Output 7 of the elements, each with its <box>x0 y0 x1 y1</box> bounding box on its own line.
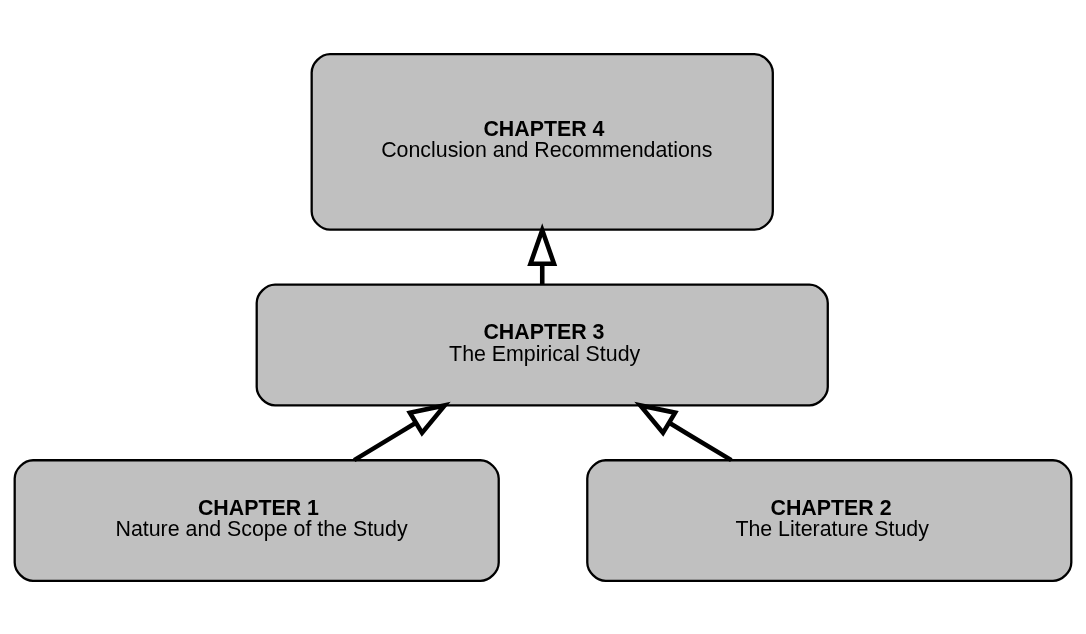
arrow <box>527 222 558 284</box>
node-box: CHAPTER 4 Conclusion and Recommendations <box>310 52 774 231</box>
node-box: CHAPTER 3 The Empirical Study <box>255 283 829 406</box>
node-box: CHAPTER 2 The Literature Study <box>586 458 1073 582</box>
arrow <box>634 401 733 462</box>
arrow <box>353 401 451 462</box>
node-box: CHAPTER 1 Nature and Scope of the Study <box>13 458 500 582</box>
